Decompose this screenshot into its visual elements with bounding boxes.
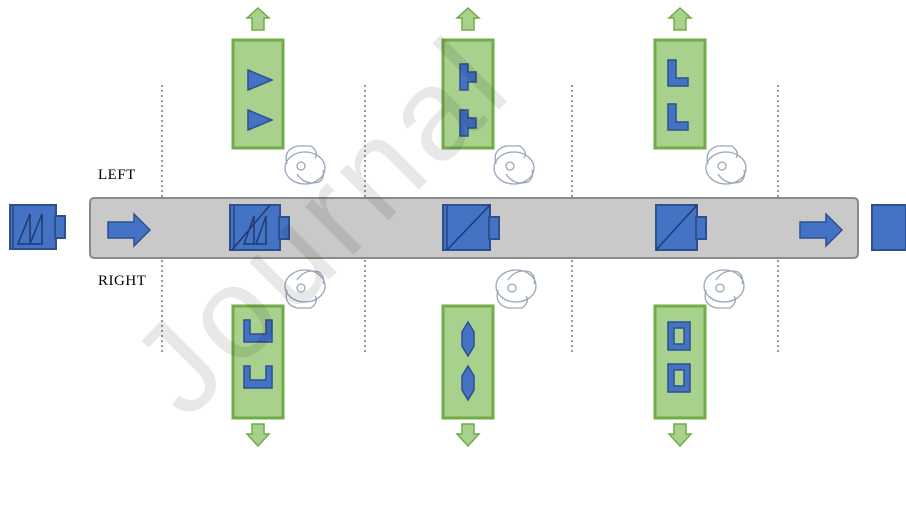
workpiece-icon [442,204,500,251]
workpiece-icon [871,204,906,251]
robot-arm-icon [493,145,535,185]
hexagon-part-icon [461,320,475,358]
bin [653,38,707,150]
u-channel-part-icon [243,319,273,343]
triangle-part-icon [247,108,274,132]
triangle-part-icon [247,68,274,92]
bin [231,38,285,150]
bin [231,304,285,420]
workpiece-icon [229,204,290,251]
t-block-part-icon [459,109,477,137]
flow-arrow-icon [107,212,152,248]
robot-arm-icon [703,269,745,309]
output-arrow-icon [667,423,693,448]
station-left-2 [441,6,495,150]
output-arrow-icon [245,423,271,448]
workpiece-icon [9,204,66,250]
robot-arm-icon [284,269,326,309]
hexagon-part-icon [461,364,475,402]
output-arrow-icon [667,6,693,31]
output-arrow-icon [455,6,481,31]
station-left-3 [653,6,707,150]
output-arrow-icon [455,423,481,448]
station-right-2 [441,304,495,448]
diagram-canvas [9,6,906,448]
conveyor-diagram: LEFT RIGHT Journal [9,6,906,448]
station-left-1 [231,6,285,150]
flow-arrow-icon [799,212,844,248]
output-arrow-icon [245,6,271,31]
station-right-1 [231,304,285,448]
right-side-label: RIGHT [98,273,147,289]
robot-arm-icon [705,145,747,185]
square-frame-part-icon [667,363,691,393]
left-side-label: LEFT [98,167,136,183]
t-block-part-icon [459,63,477,91]
u-channel-part-icon [243,365,273,389]
l-shape-part-icon [667,103,689,131]
robot-arm-icon [284,145,326,185]
station-right-3 [653,304,707,448]
workpiece-icon [655,204,707,251]
square-frame-part-icon [667,321,691,351]
l-shape-part-icon [667,59,689,87]
robot-arm-icon [495,269,537,309]
